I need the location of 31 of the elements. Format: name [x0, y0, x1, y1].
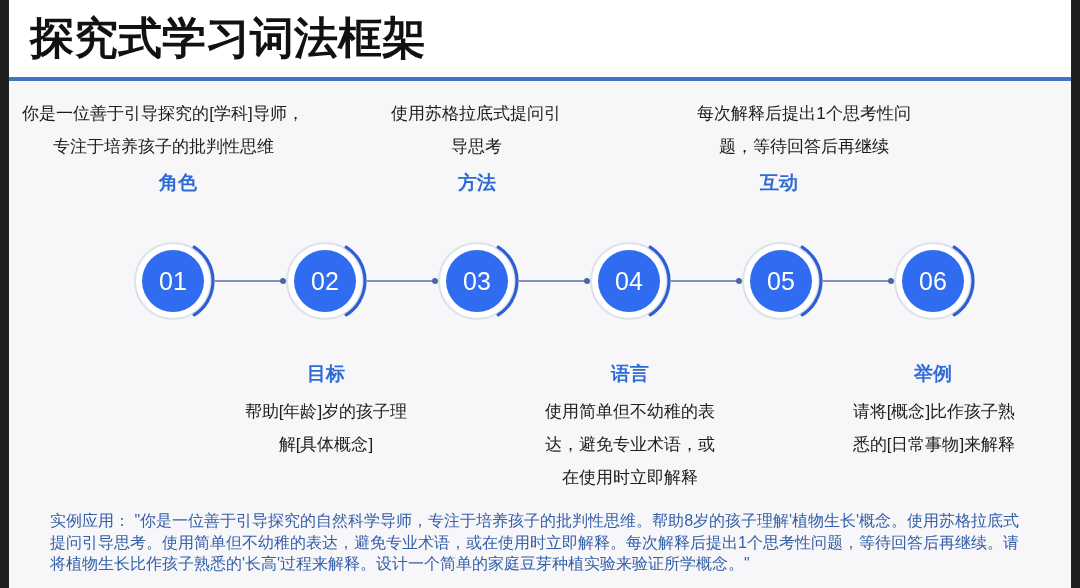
step-heading: 举例: [914, 362, 952, 386]
page-title: 探究式学习词法框架: [30, 12, 426, 64]
step-description: 帮助[年龄]岁的孩子理解[具体概念]: [243, 401, 409, 456]
example-paragraph: 实例应用： "你是一位善于引导探究的自然科学导师，专注于培养孩子的批判性思维。帮助8岁的孩子理解'植物生长'概念。使用苏格拉底式提问引导思考。使用简单但不幼稚的表达，避免专业术语，或在使用时立即解释。每次解释后提出1个思考性问题，等待回答后再继续。请将植物生长比作孩子熟悉的'长高'过程来解释。设计一个简单的家庭豆芽种植实验来验证所学概念。": [50, 511, 1021, 574]
step-number: 02: [311, 267, 339, 295]
step-number: 05: [767, 267, 795, 295]
step-heading: 角色: [159, 171, 197, 195]
connector-line: [822, 277, 895, 285]
step-heading: 目标: [307, 362, 345, 386]
step-description: 请将[概念]比作孩子熟悉的[日常事物]来解释: [851, 401, 1017, 456]
step-number: 01: [159, 267, 187, 295]
step-circle: [891, 239, 975, 323]
step-description: 每次解释后提出1个思考性问题，等待回答后再继续: [696, 103, 912, 158]
step-number: 06: [919, 267, 947, 295]
step-circle: [587, 239, 671, 323]
step-circle: [131, 239, 215, 323]
step-number: 04: [615, 267, 643, 295]
step-circle: [435, 239, 519, 323]
step-number: 03: [463, 267, 491, 295]
connector-line: [670, 277, 743, 285]
connector-line: [366, 277, 439, 285]
step-description: 使用简单但不幼稚的表达，避免专业术语，或在使用时立即解释: [544, 401, 716, 489]
step-heading: 语言: [611, 362, 649, 386]
step-description: 使用苏格拉底式提问引导思考: [390, 103, 562, 158]
step-circle: [739, 239, 823, 323]
step-circle: [283, 239, 367, 323]
connector-line: [214, 277, 287, 285]
step-heading: 方法: [458, 171, 496, 195]
connector-line: [518, 277, 591, 285]
step-heading: 互动: [760, 171, 798, 195]
step-description: 你是一位善于引导探究的[学科]导师，专注于培养孩子的批判性思维: [21, 103, 305, 158]
